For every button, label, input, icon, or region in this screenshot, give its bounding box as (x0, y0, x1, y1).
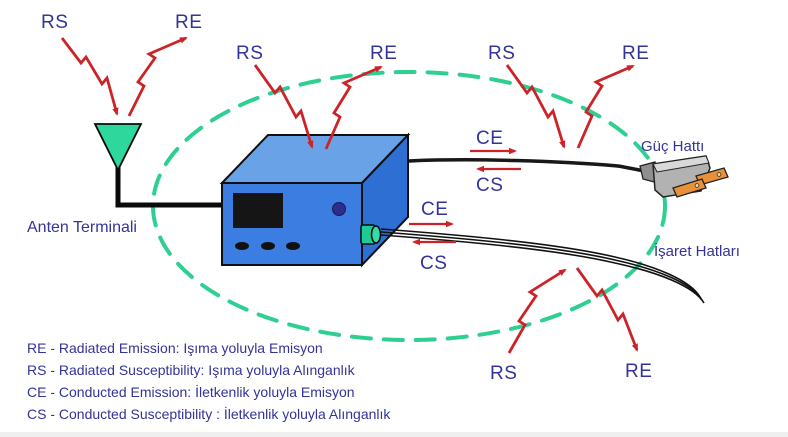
label-ce-powerline: CE (476, 128, 504, 149)
power-cord (408, 158, 646, 173)
device-button (286, 242, 300, 250)
antenna-wire (115, 167, 224, 208)
label-signal-lines: İşaret Hatları (654, 243, 740, 260)
device-knob (332, 202, 346, 216)
lightning-arrow-re-signal (575, 267, 639, 352)
power-plug (639, 155, 729, 198)
lightning-arrow-rs-device (253, 64, 314, 149)
device-button (261, 242, 275, 250)
label-re-powerline: RE (622, 43, 650, 64)
conducted-arrows (409, 147, 521, 246)
label-rs-powerline: RS (488, 43, 516, 64)
label-re-antenna: RE (175, 12, 203, 33)
device-button (235, 242, 249, 250)
label-ce-signal: CE (421, 199, 449, 220)
signal-cable (360, 224, 705, 304)
signal-line (380, 234, 705, 304)
lightning-arrow-re-device (324, 65, 383, 150)
legend-line-cs: CS - Conducted Susceptibility : İletkenl… (27, 406, 391, 422)
label-rs-device: RS (236, 43, 264, 64)
lightning-arrow-rs-signal (507, 268, 567, 354)
label-cs-powerline: CS (476, 175, 504, 196)
plug-prong-hole (694, 183, 700, 188)
antenna-triangle-icon (93, 123, 143, 173)
plug-body-top (652, 155, 710, 173)
signal-connector-cap (370, 225, 382, 244)
lightning-arrows (60, 36, 639, 354)
device-box (219, 132, 411, 268)
antenna (93, 123, 224, 208)
lightning-arrow-re-antenna (127, 36, 188, 117)
lightning-arrow-re-powerline (576, 64, 635, 149)
label-antenna-terminal: Anten Terminali (27, 219, 137, 236)
legend-line-rs: RS - Radiated Susceptibility: Işıma yolu… (27, 362, 355, 378)
label-rs-signal: RS (490, 363, 518, 384)
slide-bottom-strip (0, 432, 788, 437)
label-power-line: Güç Hattı (641, 138, 705, 155)
signal-line (380, 231, 703, 301)
lightning-arrow-rs-antenna (60, 37, 119, 116)
legend-line-re: RE - Radiated Emission: Işıma yoluyla Em… (27, 340, 323, 356)
power-cord-line (408, 158, 646, 173)
label-re-signal: RE (625, 361, 653, 382)
signal-line (380, 228, 701, 298)
label-rs-antenna: RS (41, 12, 69, 33)
lightning-arrow-rs-powerline (505, 64, 566, 149)
plug-prong-hole (716, 172, 722, 177)
label-re-device: RE (370, 43, 398, 64)
legend-line-ce: CE - Conducted Emission: İletkenlik yolu… (27, 384, 355, 400)
device-screen (233, 193, 283, 228)
label-cs-signal: CS (420, 253, 448, 274)
